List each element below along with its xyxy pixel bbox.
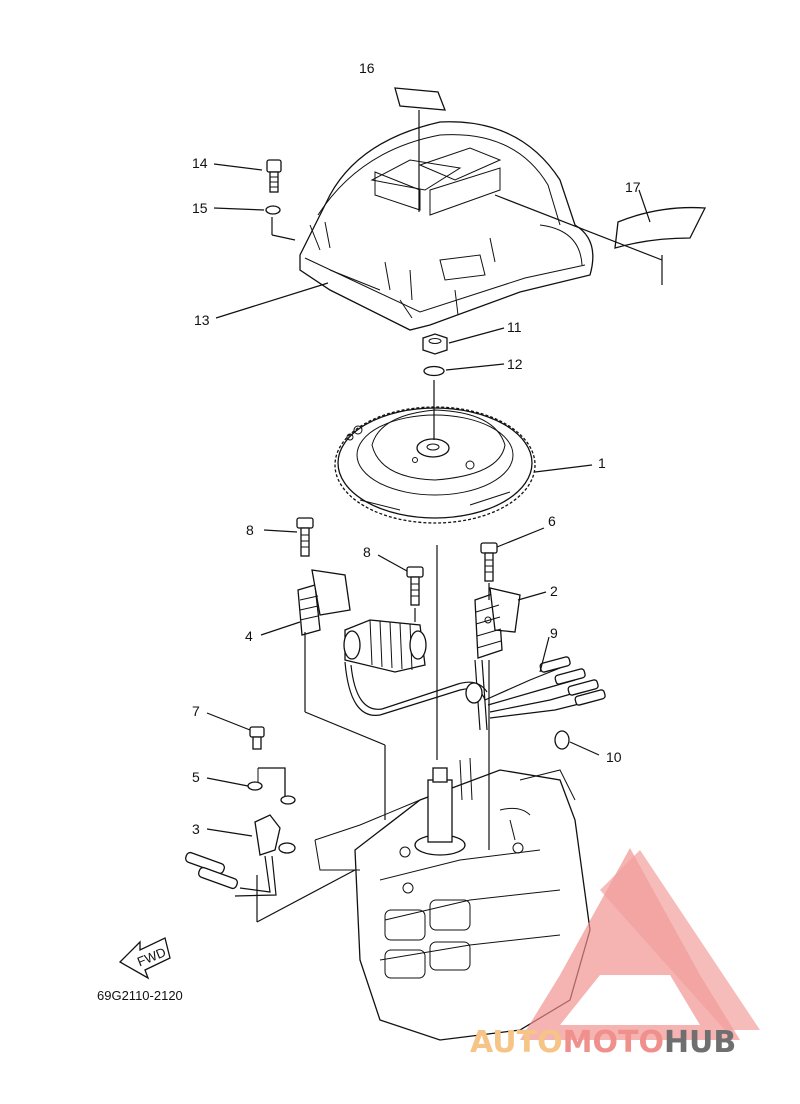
callout-16: 16 <box>359 60 375 76</box>
engine-block <box>314 757 591 1041</box>
callout-1: 1 <box>598 455 606 471</box>
washer-12 <box>423 365 445 377</box>
diagram-code: 69G2110-2120 <box>97 988 183 1003</box>
decal-17 <box>614 206 707 249</box>
callout-13: 13 <box>194 312 210 328</box>
callout-7: 7 <box>192 703 200 719</box>
callout-6: 6 <box>548 513 556 529</box>
nut-11 <box>422 333 448 355</box>
callout-labels: 16 14 15 17 13 11 12 1 8 6 8 2 4 9 7 10 … <box>192 60 641 837</box>
bracket-5 <box>247 767 296 805</box>
callout-11: 11 <box>507 319 522 335</box>
assembly-lines <box>256 110 663 923</box>
bolt-8b <box>406 566 424 606</box>
callout-5: 5 <box>192 769 200 785</box>
watermark-logo <box>520 848 760 1040</box>
callout-17: 17 <box>625 179 641 195</box>
washer-15 <box>265 205 281 215</box>
decal-16 <box>394 87 446 111</box>
fwd-arrow-icon: FWD <box>118 937 171 980</box>
bolt-8a <box>296 517 314 557</box>
callout-9: 9 <box>550 625 558 641</box>
watermark-text: AUTOMOTOHUB <box>470 1025 736 1060</box>
bolt-14 <box>266 159 282 193</box>
bolt-7 <box>249 726 265 750</box>
flywheel-cover <box>299 121 594 331</box>
sensor-3 <box>184 814 296 897</box>
callout-10: 10 <box>606 749 622 765</box>
callout-12: 12 <box>507 356 523 372</box>
callout-3: 3 <box>192 821 200 837</box>
charge-coil <box>297 569 488 716</box>
callout-2: 2 <box>550 583 558 599</box>
callout-8a: 8 <box>246 522 254 538</box>
callout-8b: 8 <box>363 544 371 560</box>
pulser-coil <box>474 587 521 659</box>
flywheel <box>334 406 536 524</box>
callout-15: 15 <box>192 200 208 216</box>
grommet-10 <box>554 730 570 750</box>
wire-harness <box>465 656 606 731</box>
callout-4: 4 <box>245 628 253 644</box>
bolt-6 <box>480 542 498 582</box>
callout-14: 14 <box>192 155 208 171</box>
callout-pointers <box>206 163 651 837</box>
